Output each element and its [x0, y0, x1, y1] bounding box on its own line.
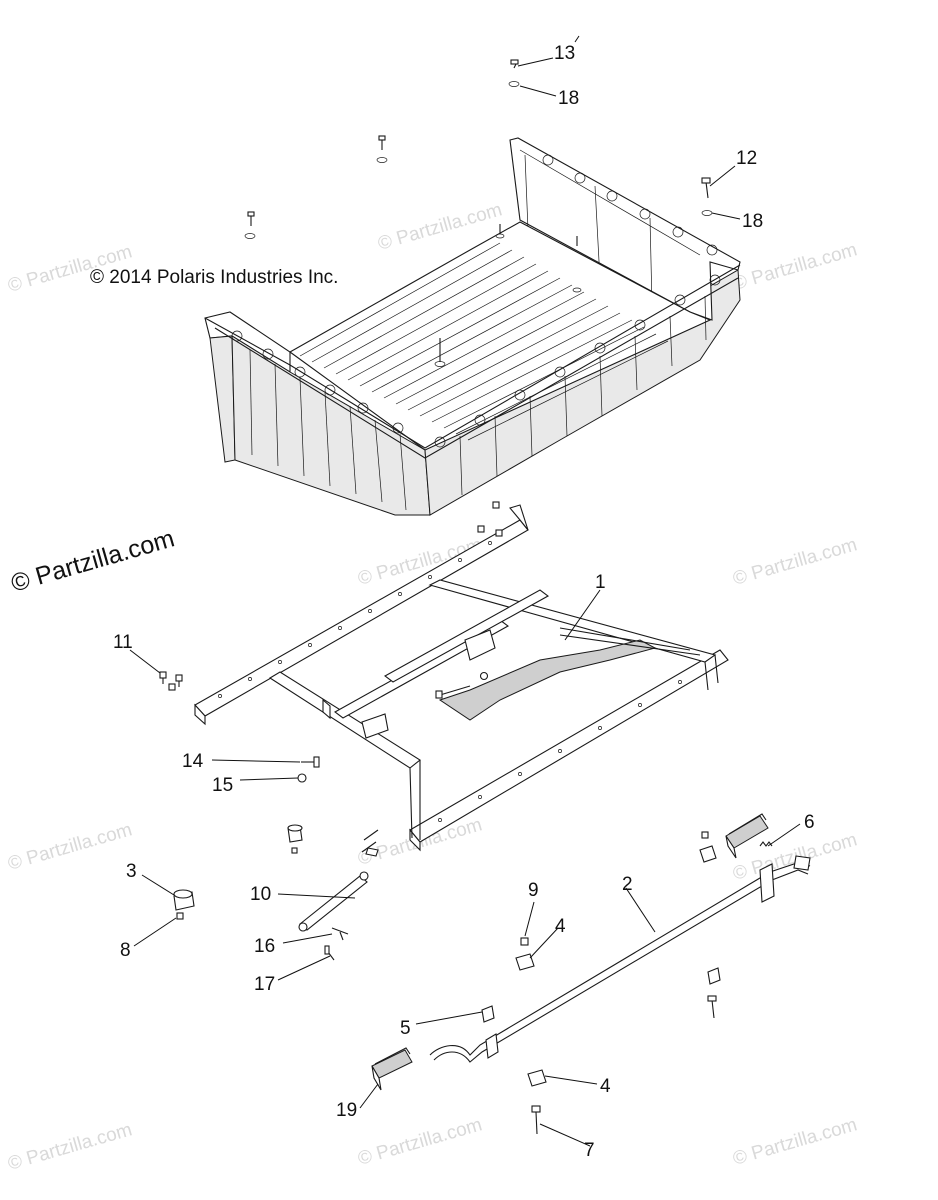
bolt-and-nut — [297, 756, 320, 783]
box-fasteners — [244, 59, 713, 239]
callout-14: 14 — [182, 751, 204, 772]
callout-4: 4 — [600, 1076, 611, 1097]
callouts: 13 18 12 18 1 11 14 15 3 8 10 16 17 2 9 … — [113, 43, 815, 1161]
callout-2: 2 — [622, 874, 633, 895]
callout-6: 6 — [804, 812, 815, 833]
callout-9: 9 — [528, 880, 539, 901]
watermark: © Partzilla.com — [731, 1114, 860, 1169]
watermark: © Partzilla.com — [6, 1119, 135, 1174]
callout-15: 15 — [212, 775, 233, 796]
watermark: © Partzilla.com — [356, 1114, 485, 1169]
leader-lines — [129, 35, 801, 1147]
partzilla-mark: © Partzilla.com — [8, 524, 178, 597]
callout-1: 1 — [595, 572, 606, 593]
copyright-text: © 2014 Polaris Industries Inc. — [90, 267, 338, 288]
latch-components — [371, 813, 773, 1135]
callout-19: 19 — [336, 1100, 357, 1121]
callout-12: 12 — [736, 148, 757, 169]
watermark: © Partzilla.com — [731, 534, 860, 589]
callout-13: 13 — [554, 43, 575, 64]
frame-fasteners — [159, 501, 503, 691]
callout-17: 17 — [254, 974, 275, 995]
callout-7: 7 — [584, 1140, 595, 1161]
callout-18: 18 — [742, 211, 763, 232]
callout-4: 4 — [555, 916, 566, 937]
gas-strut — [298, 871, 369, 961]
watermark: © Partzilla.com — [6, 819, 135, 874]
callout-3: 3 — [126, 861, 137, 882]
callout-10: 10 — [250, 884, 271, 905]
misc-hardware — [173, 824, 379, 920]
cargo-box — [204, 137, 741, 516]
callout-16: 16 — [254, 936, 275, 957]
callout-18: 18 — [558, 88, 579, 109]
latch-rod — [429, 855, 811, 1063]
watermark: © Partzilla.com — [731, 239, 860, 294]
callout-8: 8 — [120, 940, 131, 961]
callout-5: 5 — [400, 1018, 411, 1039]
box-frame — [194, 504, 729, 852]
callout-11: 11 — [113, 632, 133, 653]
